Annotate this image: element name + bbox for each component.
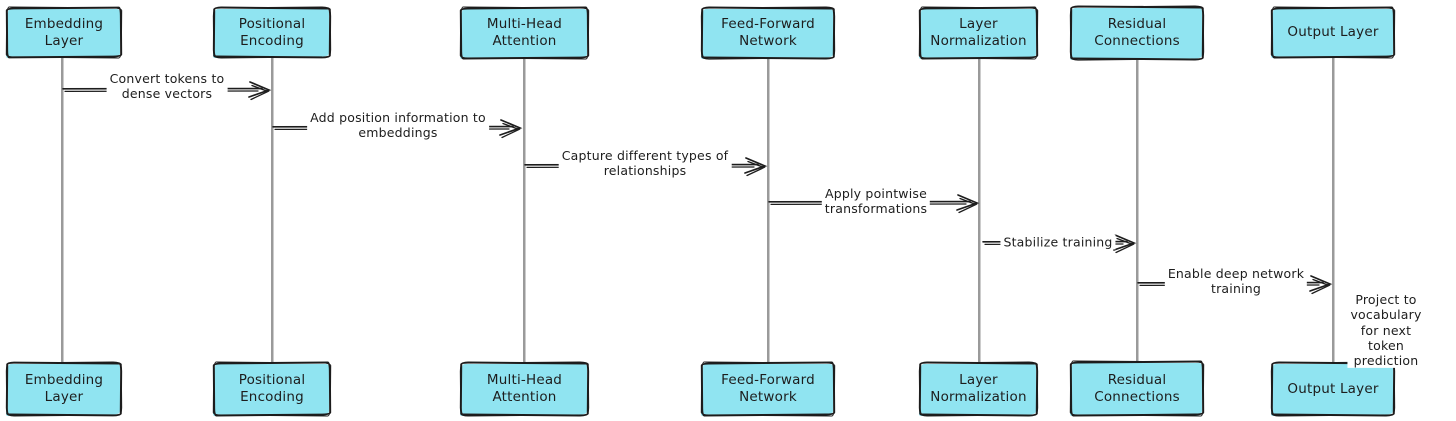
actor-label: Positional Encoding [238, 15, 306, 49]
actor-multi-head-attention-top: Multi-Head Attention [462, 9, 587, 57]
message-label-project-vocab: Project to vocabulary for next token pre… [1347, 291, 1425, 369]
actor-positional-encoding-bottom: Positional Encoding [215, 364, 329, 414]
message-label-stabilize: Stabilize training [1000, 234, 1116, 250]
actor-label: Multi-Head Attention [486, 372, 563, 405]
actor-label: Layer Normalization [930, 16, 1027, 49]
actor-label: Feed-Forward Network [721, 372, 815, 405]
actor-label: Embedding Layer [24, 372, 104, 405]
lifeline-layer-normalization [978, 56, 981, 365]
actor-label: Positional Encoding [238, 372, 306, 405]
actor-label: Output Layer [1287, 380, 1379, 397]
actor-embedding-layer-bottom: Embedding Layer [8, 364, 120, 414]
actor-positional-encoding-top: Positional Encoding [215, 9, 329, 56]
actor-label: Output Layer [1287, 24, 1379, 41]
lifeline-multi-head-attention [523, 56, 526, 365]
message-label-add-position: Add position information to embeddings [307, 109, 489, 141]
actor-output-layer-bottom: Output Layer [1273, 364, 1393, 414]
lifeline-residual-connections [1136, 56, 1139, 365]
actor-label: Layer Normalization [930, 372, 1027, 405]
lifeline-output-layer [1332, 56, 1335, 365]
actor-label: Residual Connections [1094, 371, 1180, 405]
actor-label: Residual Connections [1094, 16, 1180, 49]
actor-layer-normalization-top: Layer Normalization [921, 9, 1036, 57]
actor-label: Multi-Head Attention [486, 16, 563, 49]
message-label-apply-pointwise: Apply pointwise transformations [821, 185, 931, 217]
message-label-enable-deep: Enable deep network training [1164, 265, 1308, 297]
actor-multi-head-attention-bottom: Multi-Head Attention [462, 364, 587, 414]
lifeline-feed-forward-network [767, 56, 770, 365]
actor-residual-connections-top: Residual Connections [1072, 8, 1202, 58]
lifeline-positional-encoding [271, 56, 274, 365]
lifeline-embedding-layer [61, 56, 64, 365]
actor-embedding-layer-top: Embedding Layer [8, 9, 120, 56]
actor-feed-forward-network-top: Feed-Forward Network [703, 9, 833, 57]
actor-output-layer-top: Output Layer [1273, 9, 1393, 56]
actor-layer-normalization-bottom: Layer Normalization [921, 364, 1036, 414]
message-label-capture-types: Capture different types of relationships [558, 147, 732, 179]
actor-label: Embedding Layer [24, 15, 104, 49]
message-label-convert-tokens: Convert tokens to dense vectors [106, 70, 228, 102]
actor-label: Feed-Forward Network [721, 16, 815, 49]
actor-feed-forward-network-bottom: Feed-Forward Network [703, 364, 833, 414]
actor-residual-connections-bottom: Residual Connections [1072, 363, 1202, 414]
